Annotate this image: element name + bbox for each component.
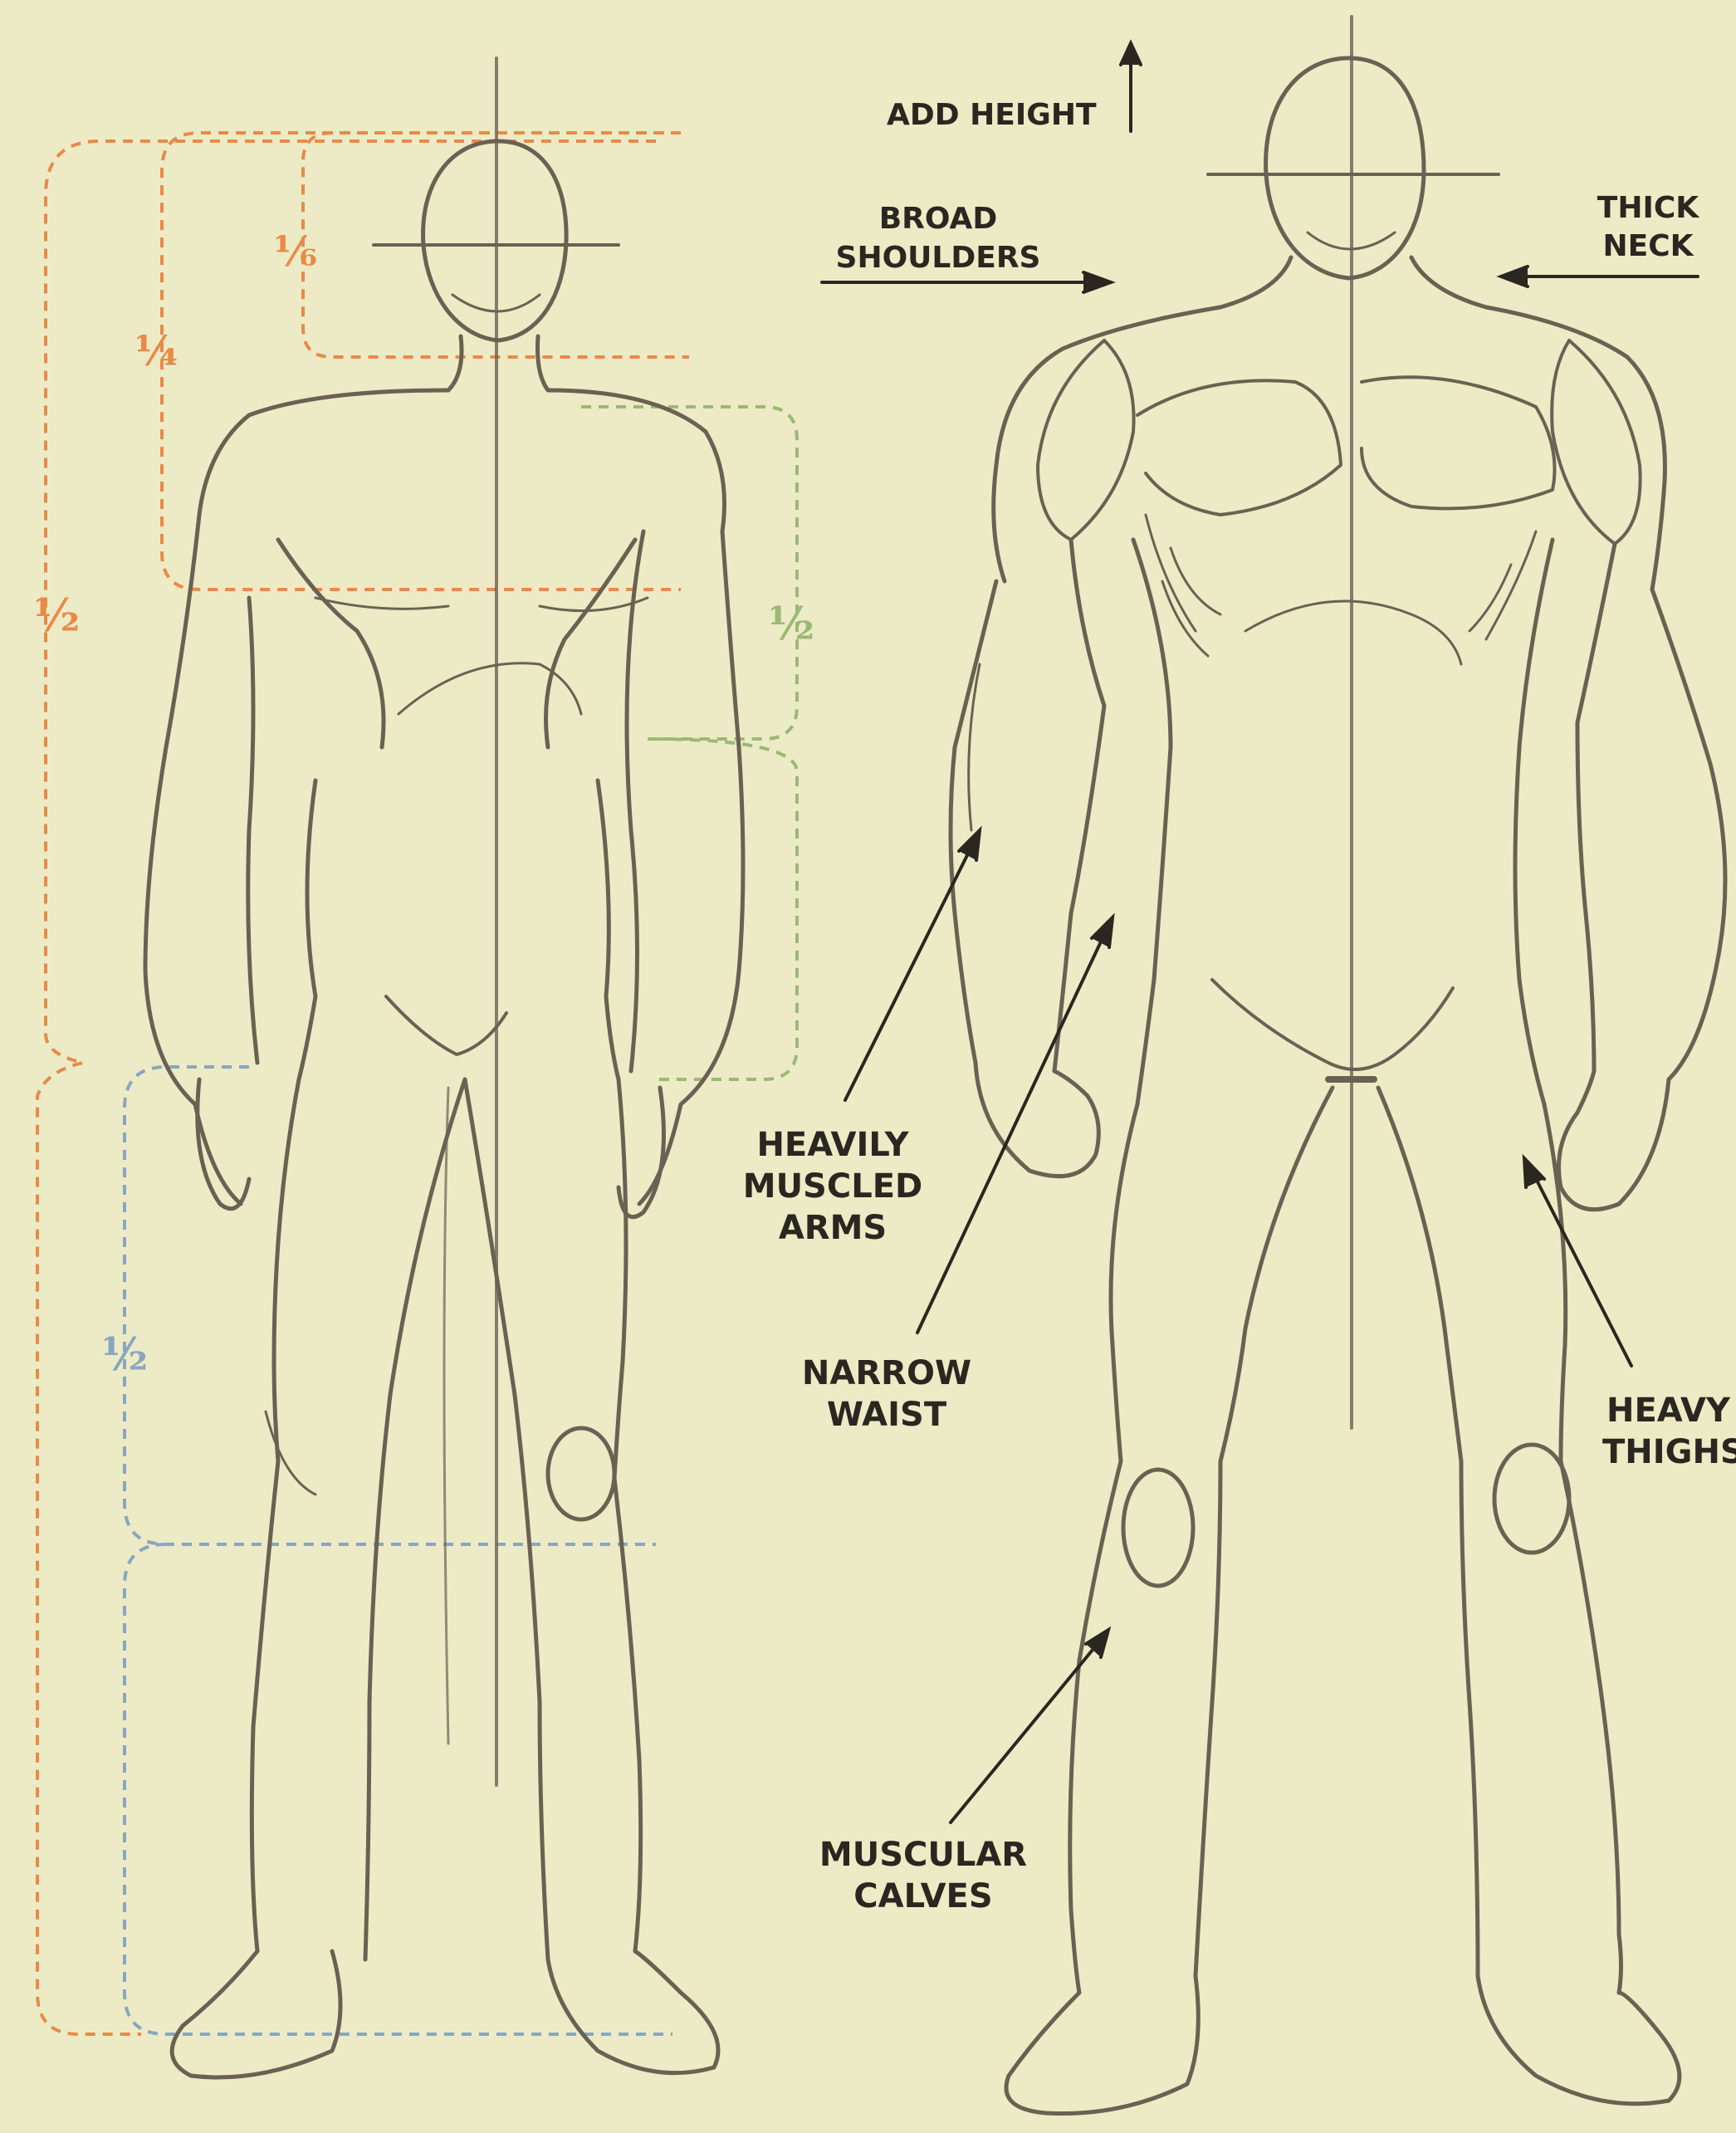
callout-arrows [822,43,1698,1822]
label-waist-line1: NARROW [802,1354,971,1392]
label-arms-line2: MUSCLED [743,1167,922,1206]
fraction-one-quarter: ¼ [134,326,178,375]
guide-one-quarter [162,133,681,590]
fraction-half-blue: ½ [101,1328,148,1381]
label-thick-neck-line1: THICK [1597,191,1700,225]
label-calves-line2: CALVES [853,1877,992,1915]
label-arms-line1: HEAVILY [756,1126,909,1164]
muscular-figure-sketch [951,17,1725,2114]
label-broad-shoulders-line2: SHOULDERS [836,241,1041,275]
fraction-half-green: ½ [768,597,814,650]
label-thick-neck-line2: NECK [1602,229,1694,263]
label-thighs-line1: HEAVY [1606,1392,1731,1430]
label-waist-line2: WAIST [827,1396,947,1434]
label-arms-line3: ARMS [779,1209,887,1247]
label-add-height: ADD HEIGHT [887,98,1097,132]
arms-arrow [845,839,976,1100]
waist-arrow [917,926,1108,1333]
label-calves-line1: MUSCULAR [819,1836,1027,1874]
fraction-one-sixth: ⅙ [274,227,317,276]
proportion-marks: ⅙ ¼ ½ ½ ½ [33,227,814,1381]
average-figure-sketch [145,58,743,2077]
guide-half-upper [37,141,656,2034]
label-thighs-line2: THIGHS [1602,1433,1736,1471]
guide-half-green [581,407,797,1079]
calves-arrow [951,1636,1104,1822]
label-broad-shoulders-line1: BROAD [879,202,998,236]
fraction-half-orange: ½ [33,589,80,642]
thighs-arrow [1528,1162,1631,1366]
guide-half-blue [125,1067,672,2034]
